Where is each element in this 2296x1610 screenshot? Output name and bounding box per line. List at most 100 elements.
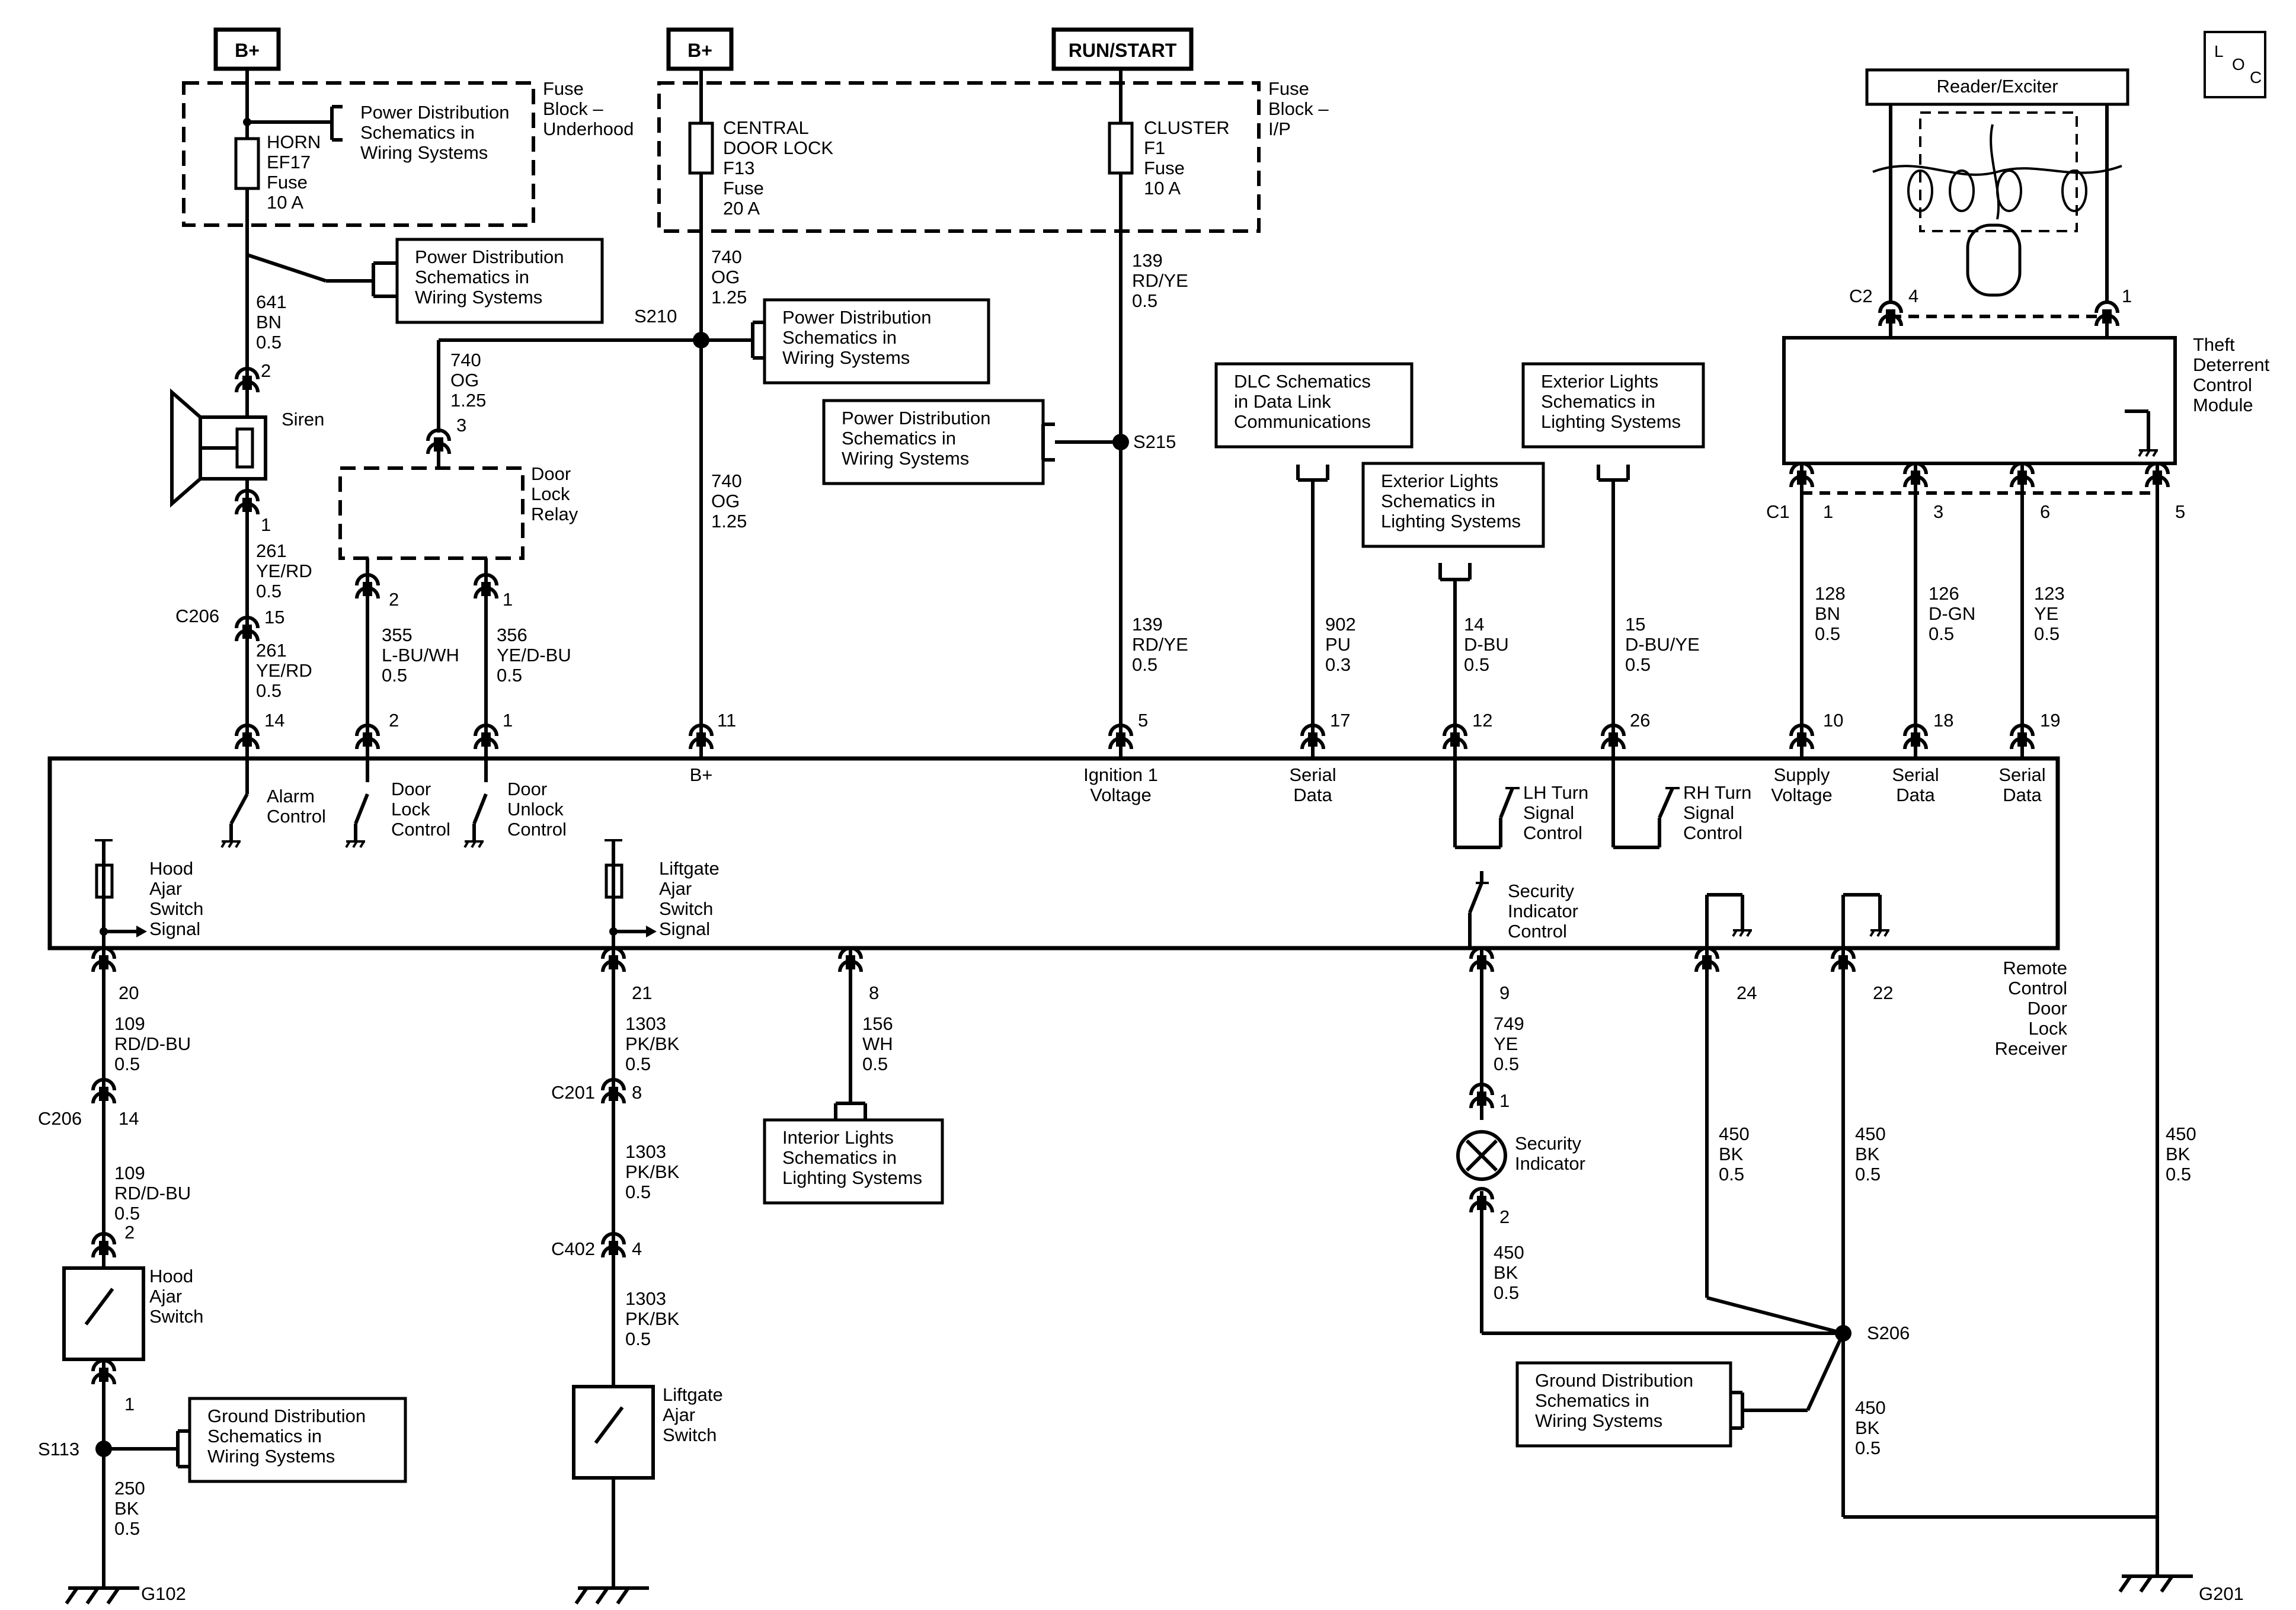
wire-w109b-label-line-1: 109 (114, 1163, 145, 1183)
wire-w250-label-line-1: 250 (114, 1478, 145, 1499)
pin-c206_15-label: 15 (264, 607, 284, 628)
ref-pd-fuse-text-line-2: Schematics in (360, 122, 475, 143)
pin-c2_1-label: 1 (2122, 286, 2132, 306)
ignition-voltage-label-line-2: Voltage (1090, 785, 1151, 805)
connector-c1_1 (1789, 462, 1814, 488)
connector-c1_6 (2010, 462, 2035, 488)
rh-turn-signal-label-line-3: Control (1683, 822, 1742, 843)
wire-w126-label-line-2: D-GN (1929, 603, 1975, 624)
ground-g102-label: G102 (141, 1583, 186, 1604)
central-door-lock-fuse-label-line-1: CENTRAL (723, 117, 809, 138)
wire-w261a-label-line-1: 261 (256, 540, 287, 561)
connector-recv20 (91, 946, 116, 972)
wire-w123-label-line-2: YE (2034, 603, 2058, 624)
pin-recv20-label: 20 (119, 982, 139, 1003)
wire-w261a-label-line-2: YE/RD (256, 561, 312, 581)
horn-fuse-label-line-3: Fuse (267, 172, 308, 193)
connector-siren2 (235, 367, 260, 393)
siren-label: Siren (282, 409, 324, 430)
liftgate-ajar-signal-label-line-4: Signal (659, 918, 710, 939)
ground-liftgate-icon (574, 1586, 649, 1605)
wire-w740c-label-line-2: OG (711, 491, 740, 511)
hood-ajar-signal-label-line-3: Switch (149, 898, 203, 919)
ref-ext-lh-text-line-3: Lighting Systems (1381, 511, 1521, 532)
connector-recv24 (1694, 946, 1719, 972)
connector-relay1 (474, 573, 498, 599)
pin-recv11-label: 11 (717, 710, 736, 731)
liftgate-ajar-signal-label-line-2: Ajar (659, 878, 692, 899)
pin-c1_6-label: 6 (2040, 501, 2050, 522)
ref-pd-horn-text-line-2: Schematics in (415, 267, 529, 287)
wire-w450e-label-line-2: BK (2166, 1144, 2191, 1164)
ref-gd-s113-text-line-2: Schematics in (207, 1426, 322, 1446)
splice-s113-label: S113 (38, 1439, 79, 1459)
ref-pd-s210-text-line-2: Schematics in (782, 327, 897, 348)
wire-w250-label-line-2: BK (114, 1498, 139, 1519)
door-lock-control-label-line-2: Lock (391, 799, 430, 820)
wire-w450d-label-line-3: 0.5 (1855, 1438, 1881, 1458)
connector-recv21 (601, 946, 626, 972)
wire-w1303a-label-line-3: 0.5 (625, 1054, 651, 1074)
wire-w261b-label-line-3: 0.5 (256, 680, 282, 701)
ref-pd-s210-text-line-3: Wiring Systems (782, 347, 910, 368)
pin-sec1-label: 1 (1499, 1090, 1510, 1111)
ref-pd-s215-text-line-1: Power Distribution (842, 408, 991, 428)
remote-control-door-lock-receiver (47, 756, 2060, 950)
wire-w740c-label-line-1: 740 (711, 470, 742, 491)
pin-siren1-label: 1 (261, 514, 271, 535)
connector-c1_5 (2145, 462, 2170, 488)
ref-pd-s215 (822, 399, 1045, 485)
splice-s215 (1112, 434, 1129, 450)
wire-w355-label-line-1: 355 (382, 625, 412, 645)
receiver-label-line-1: Remote (2003, 958, 2067, 978)
wire-w126-label-line-1: 126 (1929, 583, 1959, 604)
connector-c206-top-label: C206 (175, 606, 219, 626)
wire-w128-label-line-2: BN (1815, 603, 1840, 624)
ref-pd-horn-text-line-1: Power Distribution (415, 247, 564, 267)
connector-recv14 (235, 724, 260, 750)
wire-w450e-label-line-1: 450 (2166, 1124, 2196, 1144)
liftgate-ajar-signal-label-line-1: Liftgate (659, 858, 720, 879)
wire-w261a-label-line-3: 0.5 (256, 581, 282, 601)
ref-gd-s113 (188, 1397, 407, 1483)
wire-w126-label-line-3: 0.5 (1929, 623, 1954, 644)
wire-w355-label-line-2: L-BU/WH (382, 645, 459, 665)
wire-w749-label-line-3: 0.5 (1494, 1054, 1519, 1074)
pin-recv21-label: 21 (632, 982, 652, 1003)
wire-w902-label-line-1: 902 (1325, 614, 1356, 635)
wire-w740a-label-line-3: 1.25 (711, 287, 747, 308)
door-lock-relay-label-line-2: Lock (531, 484, 570, 504)
hood-ajar-signal-label-line-1: Hood (149, 858, 193, 879)
connector-relay2 (355, 573, 380, 599)
wire-w749-label-line-1: 749 (1494, 1013, 1524, 1034)
connector-c402_4 (601, 1232, 626, 1258)
connector-relay3 (426, 428, 451, 454)
wire-w156-label-line-1: 156 (862, 1013, 893, 1034)
wire-w450a-label-line-2: BK (1494, 1262, 1518, 1283)
splice-s206-label: S206 (1867, 1323, 1910, 1343)
fuse-block-ip-label-line-1: Fuse (1268, 78, 1309, 99)
security-indicator-label-line-2: Indicator (1515, 1153, 1585, 1174)
serial-data-19-label-line-2: Data (2003, 785, 2042, 805)
ref-interior-text-line-1: Interior Lights (782, 1127, 894, 1148)
run-start-label: RUN/START (1069, 40, 1177, 61)
wire-w355-label-line-3: 0.5 (382, 665, 407, 686)
loc-o: O (2232, 55, 2245, 73)
wire-w641-label-line-1: 641 (256, 292, 287, 312)
connector-c2_4 (1878, 300, 1903, 327)
wire-w250-label-line-3: 0.5 (114, 1518, 140, 1539)
ref-gd-s206-text-line-3: Wiring Systems (1535, 1410, 1662, 1431)
connector-c402-label: C402 (551, 1238, 595, 1259)
wire-w450b-label-line-2: BK (1719, 1144, 1744, 1164)
splice-s210 (693, 332, 709, 348)
splice-s210-label: S210 (634, 306, 677, 327)
security-indicator-control-label-line-3: Control (1508, 921, 1567, 942)
splice-s113 (95, 1441, 112, 1457)
wire-w109a-label-line-2: RD/D-BU (114, 1033, 191, 1054)
wire-w261b-label-line-2: YE/RD (256, 660, 312, 681)
ref-gd-s206 (1515, 1361, 1732, 1448)
key-icon (1966, 223, 2022, 297)
wire-w450d-label-line-2: BK (1855, 1417, 1880, 1438)
wire-w14-label-line-3: 0.5 (1464, 654, 1489, 675)
connector-recv9 (1469, 946, 1494, 972)
